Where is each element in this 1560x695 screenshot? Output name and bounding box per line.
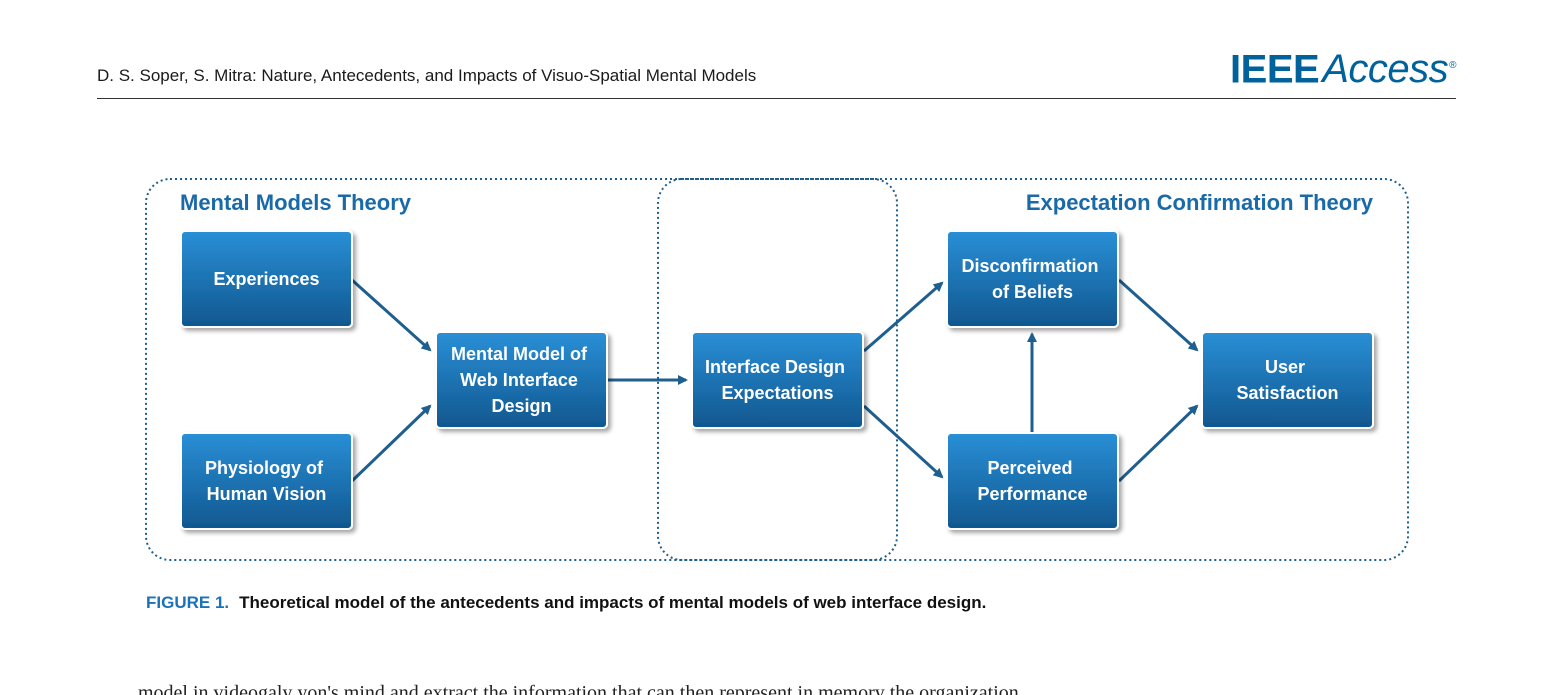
left-region-title: Mental Models Theory xyxy=(180,190,412,215)
node-experiences: Experiences xyxy=(180,230,353,328)
node-perceived-line-1: Perceived xyxy=(987,458,1072,478)
node-mental-model-line-3: Design xyxy=(491,396,551,416)
node-physiology-line-2: Human Vision xyxy=(207,484,327,504)
node-expectations-line-2: Expectations xyxy=(721,383,833,403)
svg-text:Experiences: Experiences xyxy=(213,269,319,289)
node-satisfaction-line-2: Satisfaction xyxy=(1236,383,1338,403)
node-satisfaction: User Satisfaction xyxy=(1201,331,1374,429)
node-disconfirmation: Disconfirmation of Beliefs xyxy=(946,230,1119,328)
logo-ieee: IEEE xyxy=(1230,47,1320,92)
figure-caption-text: Theoretical model of the antecedents and… xyxy=(239,593,987,612)
svg-text:Disconfirmation of Belie: Disconfirmation of Beliefs xyxy=(961,256,1103,302)
node-disconfirmation-line-1: Disconfirmation xyxy=(961,256,1098,276)
logo-access: Access xyxy=(1322,47,1449,92)
body-text-line: model in videogaly yon's mind and extrac… xyxy=(138,683,1019,695)
node-satisfaction-line-1: User xyxy=(1265,357,1305,377)
node-physiology-line-1: Physiology of xyxy=(205,458,324,478)
node-experiences-line-1: Experiences xyxy=(213,269,319,289)
node-mental-model-line-2: Web Interface xyxy=(460,370,578,390)
svg-text:User Satisfaction: User Satisfaction xyxy=(1236,357,1338,403)
svg-text:Physiology of Human Visi: Physiology of Human Vision xyxy=(205,458,328,504)
svg-text:Mental Model of Web Inte: Mental Model of Web Interface Design xyxy=(451,344,592,416)
arrow-experiences-to-mental-model xyxy=(350,278,432,352)
arrow-expectations-to-disconfirmation xyxy=(863,281,944,353)
running-head: D. S. Soper, S. Mitra: Nature, Anteceden… xyxy=(97,66,757,85)
svg-text:Perceived Performance: Perceived Performance xyxy=(977,458,1087,504)
arrow-physiology-to-mental-model xyxy=(350,404,432,483)
header-rule xyxy=(97,98,1456,99)
arrow-expectations-to-perceived xyxy=(862,404,944,479)
node-perceived-line-2: Performance xyxy=(977,484,1087,504)
svg-text:Interface Design Expecta: Interface Design Expectations xyxy=(705,357,850,403)
figure-caption: FIGURE 1. Theoretical model of the antece… xyxy=(146,593,986,613)
logo-registered-mark: ® xyxy=(1449,60,1456,71)
journal-logo: IEEEAccess® xyxy=(1230,44,1456,91)
arrow-perceived-to-satisfaction xyxy=(1117,404,1199,483)
node-physiology: Physiology of Human Vision xyxy=(180,432,353,530)
body-text-fragment: model in videogaly yon's mind and extrac… xyxy=(138,683,1458,695)
node-expectations-line-1: Interface Design xyxy=(705,357,845,377)
right-region-title: Expectation Confirmation Theory xyxy=(1026,190,1374,215)
node-disconfirmation-line-2: of Beliefs xyxy=(992,282,1073,302)
node-mental-model: Mental Model of Web Interface Design xyxy=(435,331,608,429)
arrow-disconfirmation-to-satisfaction xyxy=(1117,278,1199,352)
node-expectations: Interface Design Expectations xyxy=(691,331,864,429)
node-mental-model-line-1: Mental Model of xyxy=(451,344,588,364)
middle-region-border xyxy=(657,178,898,561)
figure-label: FIGURE 1. xyxy=(146,593,230,612)
node-perceived: Perceived Performance xyxy=(946,432,1119,530)
